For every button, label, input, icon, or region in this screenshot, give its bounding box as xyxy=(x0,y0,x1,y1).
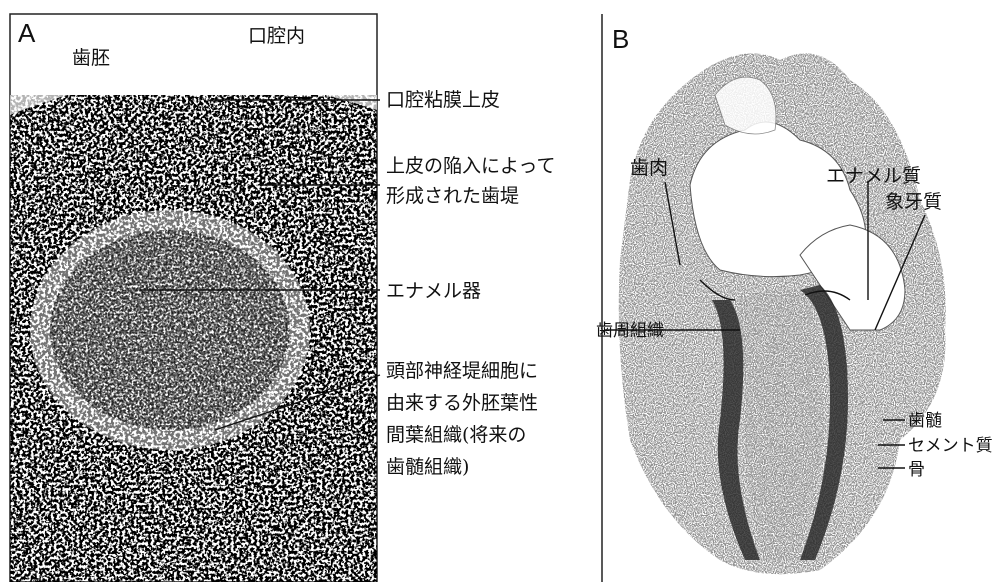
panel-a-letter: A xyxy=(18,18,36,48)
label-oral-epithelium: 口腔粘膜上皮 xyxy=(386,89,500,111)
label-mesenchyme-3: 間葉組織(将来の xyxy=(386,424,526,446)
label-dental-lamina-1: 上皮の陥入によって xyxy=(386,155,555,177)
panel-b: B 歯肉 エナメル質 象牙質 歯周組織 歯髄 xyxy=(596,14,993,582)
tooth-germ-histology-image xyxy=(10,95,377,582)
label-enamel-organ: エナメル器 xyxy=(386,280,481,302)
label-oral-cavity: 口腔内 xyxy=(248,25,305,47)
label-mesenchyme-4: 歯髄組織) xyxy=(386,456,469,478)
label-cementum: セメント質 xyxy=(908,436,993,456)
label-tooth-germ: 歯胚 xyxy=(72,47,110,69)
panel-b-letter: B xyxy=(612,24,629,54)
label-mesenchyme-2: 由来する外胚葉性 xyxy=(386,392,538,414)
label-gingiva: 歯肉 xyxy=(630,157,668,179)
label-bone: 骨 xyxy=(908,460,925,480)
label-dental-lamina-2: 形成された歯堤 xyxy=(386,185,519,207)
label-dentin: 象牙質 xyxy=(885,191,942,213)
label-mesenchyme-1: 頭部神経堤細胞に xyxy=(386,360,538,382)
panel-a: A 歯胚 口腔内 口腔粘膜上皮 上皮の陥入によって 形成された歯堤 エナメル器 … xyxy=(10,14,555,582)
label-enamel: エナメル質 xyxy=(826,165,921,187)
tooth-cross-section-illustration xyxy=(619,53,946,574)
label-periodontium: 歯周組織 xyxy=(596,321,664,341)
label-pulp: 歯髄 xyxy=(908,411,942,431)
